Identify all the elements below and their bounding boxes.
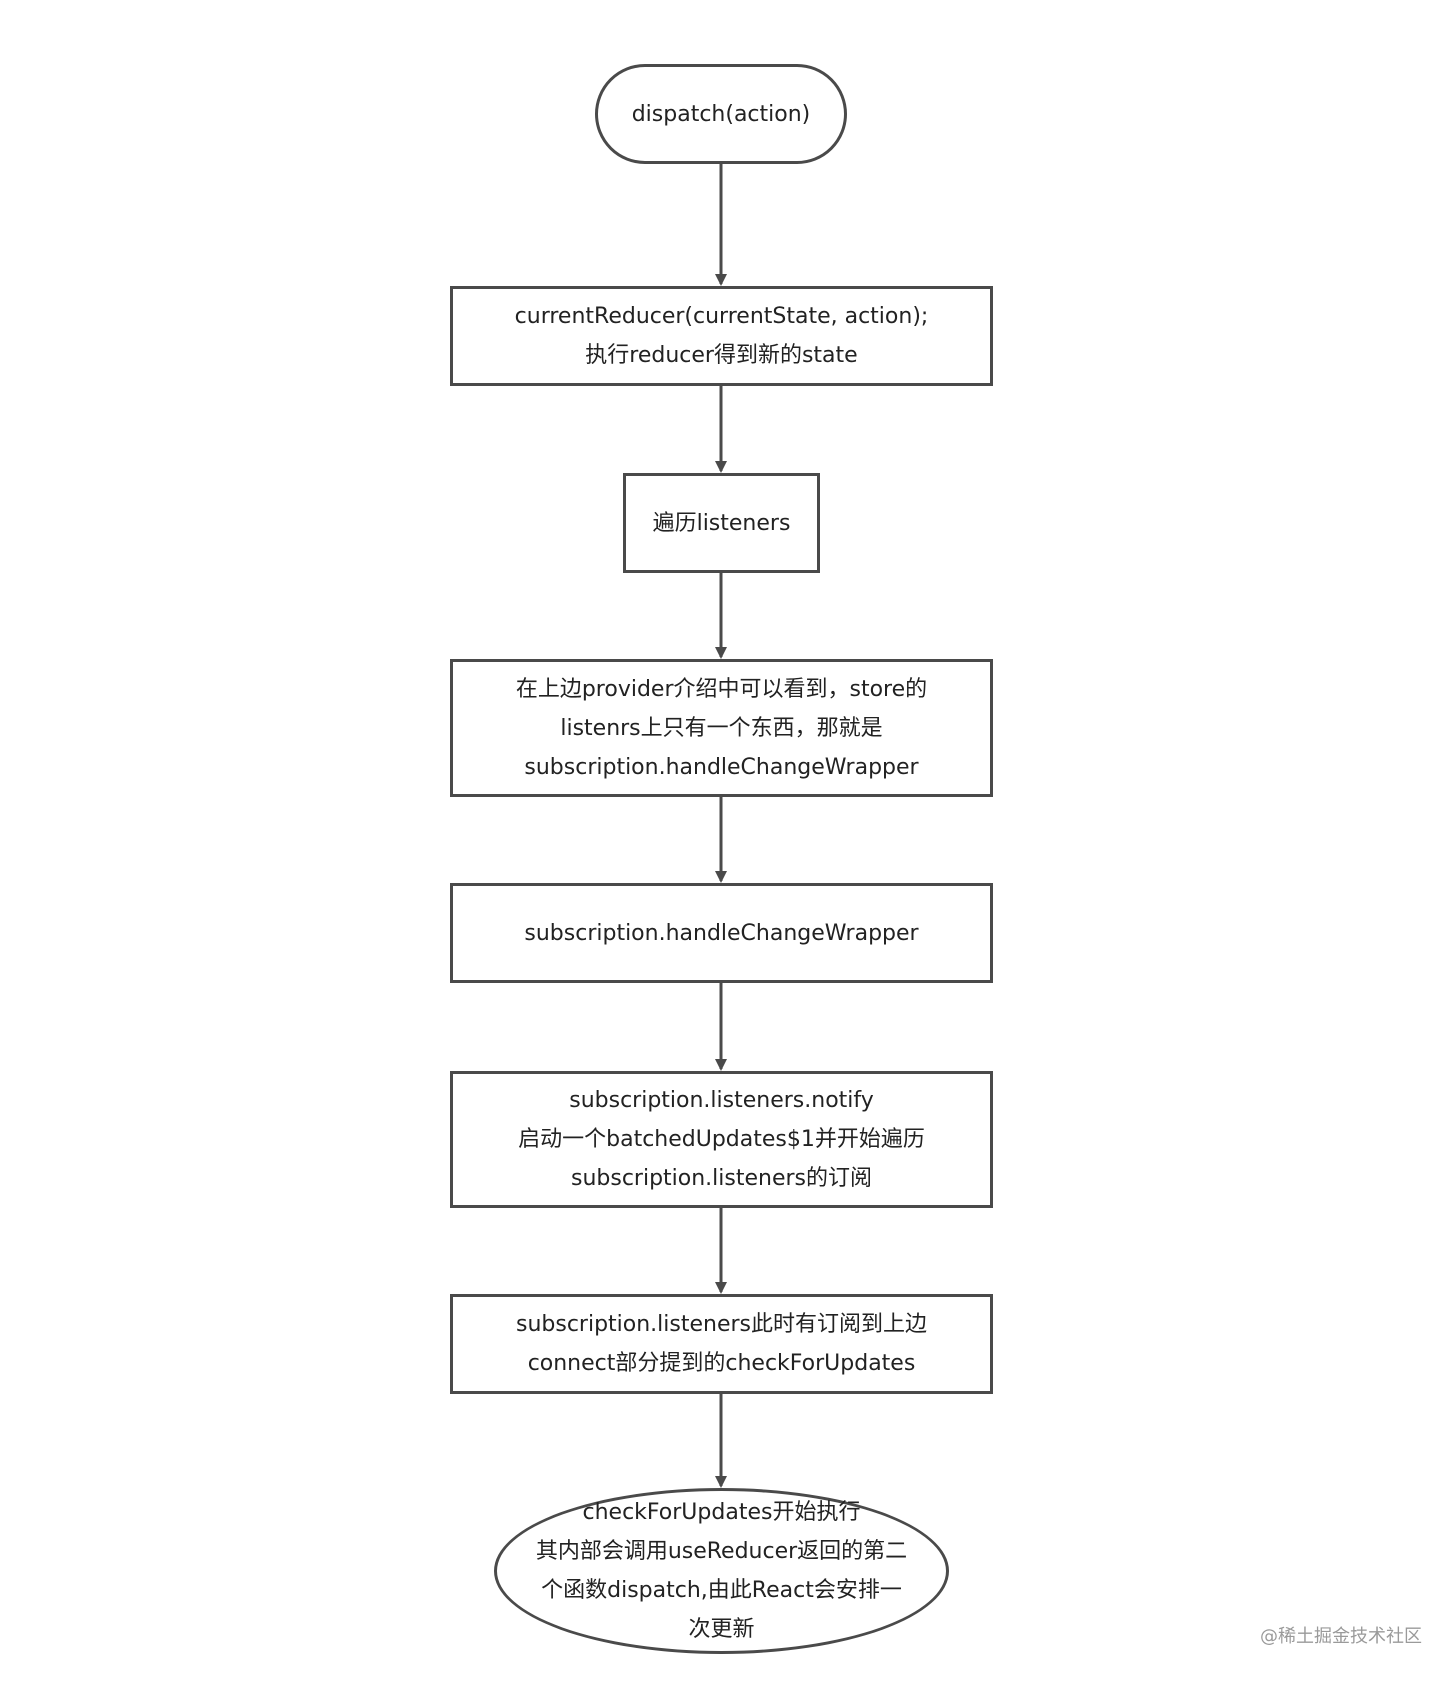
- node-text-iterate-listeners: 遍历listeners: [652, 510, 791, 536]
- process-check-for-updates-subscribed: subscription.listeners此时有订阅到上边 connect部分…: [450, 1294, 993, 1394]
- process-listeners-notify: subscription.listeners.notify 启动一个batche…: [450, 1071, 993, 1208]
- node-text-check-for-updates-subscribed: subscription.listeners此时有订阅到上边 connect部分…: [515, 1312, 928, 1376]
- process-iterate-listeners: 遍历listeners: [623, 473, 820, 573]
- process-store-listeners: 在上边provider介绍中可以看到，store的 listenrs上只有一个东…: [450, 659, 993, 797]
- watermark: @稀土掘金技术社区: [1260, 1626, 1422, 1647]
- node-text-dispatch: dispatch(action): [631, 101, 811, 127]
- process-handle-change-wrapper: subscription.handleChangeWrapper: [450, 883, 993, 983]
- start-terminal: dispatch(action): [595, 64, 847, 164]
- process-run-reducer: currentReducer(currentState, action); 执行…: [450, 286, 993, 386]
- node-text-run-reducer: currentReducer(currentState, action); 执行…: [514, 304, 929, 368]
- node-text-check-for-updates-run: checkForUpdates开始执行 其内部会调用useReducer返回的第…: [535, 1500, 908, 1642]
- node-text-handle-change-wrapper: subscription.handleChangeWrapper: [524, 920, 919, 946]
- node-text-store-listeners: 在上边provider介绍中可以看到，store的 listenrs上只有一个东…: [515, 676, 928, 780]
- node-text-listeners-notify: subscription.listeners.notify 启动一个batche…: [518, 1088, 925, 1191]
- end-terminal: checkForUpdates开始执行 其内部会调用useReducer返回的第…: [494, 1488, 949, 1654]
